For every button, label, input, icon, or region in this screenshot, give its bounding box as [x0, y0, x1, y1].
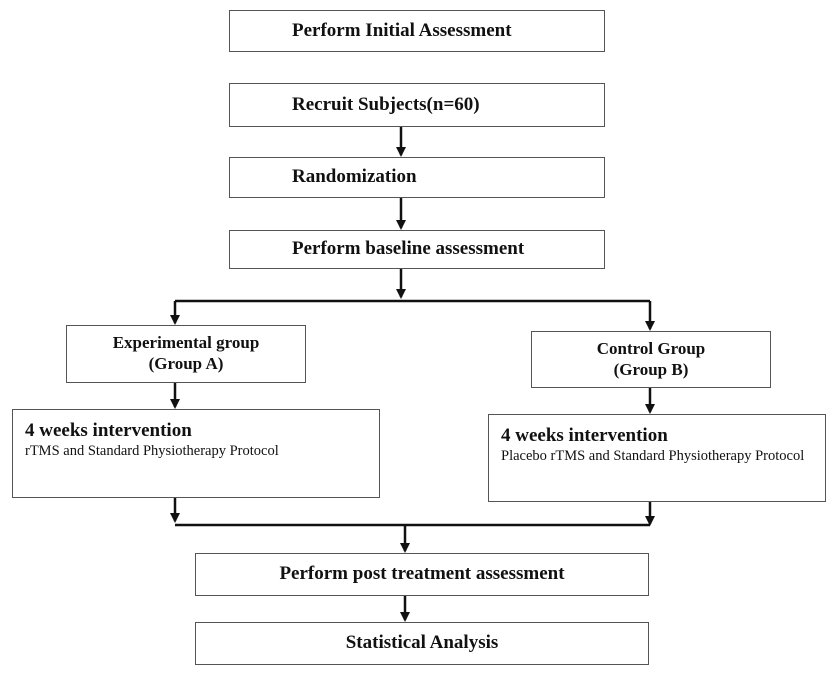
initial-assessment-box: Perform Initial Assessment [229, 10, 605, 52]
baseline-label: Perform baseline assessment [292, 238, 525, 260]
experimental-intervention-box: 4 weeks intervention rTMS and Standard P… [12, 409, 380, 498]
control-intervention-box: 4 weeks intervention Placebo rTMS and St… [488, 414, 826, 502]
analysis-box: Statistical Analysis [195, 622, 649, 665]
control-group-label: (Group B) [613, 359, 689, 379]
initial-assessment-label: Perform Initial Assessment [292, 19, 512, 41]
randomization-label: Randomization [292, 166, 417, 188]
control-group-name: Control Group [596, 338, 706, 358]
control-group-box: Control Group (Group B) [531, 331, 771, 388]
recruit-box: Recruit Subjects(n=60) [229, 83, 605, 127]
experimental-intervention-title: 4 weeks intervention [25, 420, 192, 441]
control-intervention-title: 4 weeks intervention [501, 425, 668, 446]
post-treatment-box: Perform post treatment assessment [195, 553, 649, 596]
experimental-intervention-desc: rTMS and Standard Physiotherapy Protocol [25, 442, 279, 459]
control-intervention-desc: Placebo rTMS and Standard Physiotherapy … [501, 447, 805, 464]
recruit-label: Recruit Subjects(n=60) [292, 93, 480, 115]
analysis-label: Statistical Analysis [345, 632, 499, 654]
post-treatment-label: Perform post treatment assessment [279, 563, 565, 585]
randomization-box: Randomization [229, 157, 605, 198]
baseline-box: Perform baseline assessment [229, 230, 605, 269]
experimental-group-name: Experimental group [112, 333, 260, 353]
experimental-group-box: Experimental group (Group A) [66, 325, 306, 383]
experimental-group-label: (Group A) [148, 354, 224, 373]
